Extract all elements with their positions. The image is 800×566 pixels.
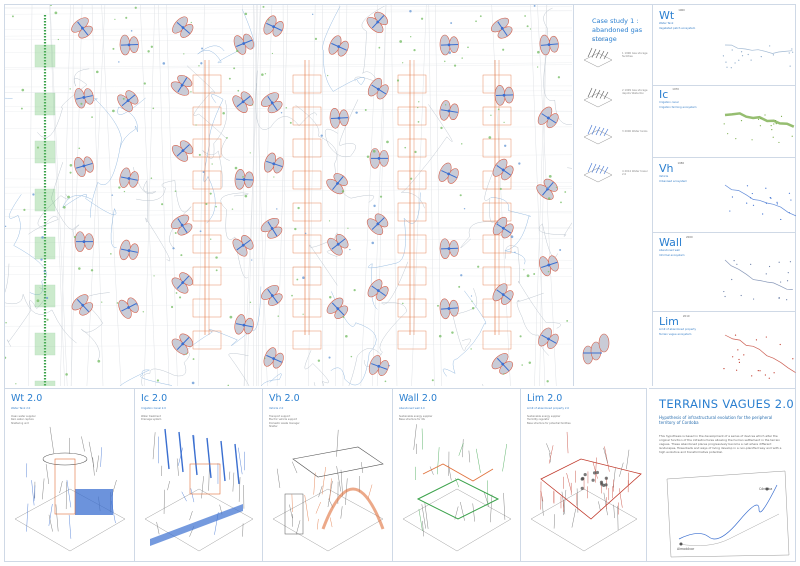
panel-drawing bbox=[272, 429, 385, 552]
panel-list: Water treatment Drainage system bbox=[141, 415, 161, 422]
case-caption: 2 1999 Gas storage depots Wallerton bbox=[622, 89, 648, 96]
case-study-title: Case study 1 : abandoned gas storage bbox=[592, 17, 643, 43]
network-maps bbox=[722, 44, 796, 379]
panel-item: Base structure for potential facilities bbox=[527, 421, 571, 425]
project-title: TERRAINS VAGUES 2.0 bbox=[659, 397, 794, 411]
project-hypothesis: Hypothesis of infrastructural evolution … bbox=[659, 415, 773, 426]
case-caption: 3 2006 Water tanks bbox=[622, 130, 648, 133]
divider bbox=[653, 232, 796, 233]
network-sub: Vehicle bbox=[659, 175, 669, 178]
case-study-isometrics bbox=[582, 47, 613, 365]
network-code: Ic bbox=[659, 88, 669, 101]
network-code: Wt bbox=[659, 9, 675, 22]
case-study-column: Case study 1 : abandoned gas storage 0 1… bbox=[573, 5, 651, 386]
divider bbox=[653, 157, 796, 158]
network-sub: Urbanised ecosystem bbox=[659, 179, 687, 183]
case-study-scale: 0 1:100 bbox=[592, 38, 606, 42]
panel-lim: Lim 2.0 Limit of abandoned property 2.0 … bbox=[521, 389, 647, 562]
network-code: Wall bbox=[659, 236, 683, 249]
map-label-almodovar: Almodóvar bbox=[677, 547, 695, 551]
network-sub: Irrigation canal bbox=[659, 101, 679, 104]
network-code: Lim bbox=[659, 315, 679, 328]
panel-title: Wt 2.0 bbox=[11, 393, 43, 404]
network-sub: Limit of abandoned property bbox=[659, 328, 697, 331]
panel-wall: Wall 2.0 Abandoned wall 2.0 Sustainable … bbox=[393, 389, 521, 562]
panel-item: Rain water capture bbox=[11, 418, 34, 422]
panel-list: Transport support Electric vehicle suppo… bbox=[269, 415, 300, 428]
divider bbox=[653, 85, 796, 86]
network-year: 1960 bbox=[678, 9, 685, 12]
network-year: 1970 bbox=[672, 88, 679, 91]
panel-item: Electric vehicle support bbox=[269, 418, 298, 422]
map-label-cordoba: Córdoba bbox=[759, 487, 773, 491]
network-sub: Water Tank bbox=[659, 22, 674, 25]
panel-title: Vh 2.0 bbox=[269, 393, 300, 404]
panel-item: Water treatment bbox=[141, 415, 161, 418]
panel-list: Sustainable energy supplier Base structu… bbox=[399, 415, 432, 422]
panel-item: Drainage system bbox=[141, 418, 162, 422]
panel-drawing bbox=[530, 431, 642, 552]
panel-ic: Ic 2.0 Irrigation Canal 2.0 Water treatm… bbox=[135, 389, 263, 562]
plan-svg bbox=[5, 5, 572, 386]
network-sub: Terrain vague ecosystem bbox=[659, 332, 692, 336]
panel-list: Sustainable energy supplier Humidity reg… bbox=[527, 415, 571, 425]
network-sub: Vegetated patch ecosystem bbox=[659, 26, 696, 30]
panel-item: Transport support bbox=[269, 415, 291, 418]
panel-wt: Wt 2.0 Water Tank 2.0 Clean water suppli… bbox=[5, 389, 135, 562]
panel-item: Humidity regulator bbox=[527, 418, 550, 422]
panel-item: Clean water supplier bbox=[11, 415, 36, 418]
panel-subtitle: Abandoned wall 2.0 bbox=[399, 407, 425, 410]
panel-item: Sheltering unit bbox=[11, 421, 29, 425]
panel-item: Base structure for life bbox=[399, 418, 425, 422]
panel-subtitle: Irrigation Canal 2.0 bbox=[141, 407, 166, 410]
panel-item: Sustainable energy supplier bbox=[527, 415, 561, 418]
panel-drawing bbox=[402, 424, 512, 552]
device-panels: Wt 2.0 Water Tank 2.0 Clean water suppli… bbox=[5, 388, 647, 562]
case-caption: 4 2014 Water tower 2.0 bbox=[622, 170, 648, 177]
case-caption: 1 1996 Gas storage facilities bbox=[622, 52, 648, 59]
panel-drawing bbox=[144, 428, 254, 552]
panel-item: Shelter bbox=[269, 425, 278, 429]
network-sub: Abandoned wall bbox=[659, 249, 680, 252]
poster-frame bbox=[4, 4, 796, 562]
network-sub: Irrigation farming ecosystem bbox=[659, 105, 697, 109]
network-sub: Informal ecosystem bbox=[659, 253, 685, 257]
panel-item: Sustainable energy supplier bbox=[399, 415, 433, 418]
panel-list: Clean water supplier Rain water capture … bbox=[11, 415, 36, 425]
territory-map bbox=[666, 470, 790, 558]
panel-title: Ic 2.0 bbox=[141, 393, 168, 404]
network-year: 1980 bbox=[677, 162, 685, 165]
panel-title: Wall 2.0 bbox=[399, 393, 438, 404]
panel-subtitle: Vehicle 2.0 bbox=[269, 407, 284, 410]
panel-drawing bbox=[14, 426, 126, 552]
network-code: Vh bbox=[659, 162, 674, 175]
divider bbox=[653, 311, 796, 312]
panel-vh: Vh 2.0 Vehicle 2.0 Transport support Ele… bbox=[263, 389, 393, 562]
network-year: 2000 bbox=[686, 236, 693, 239]
panel-subtitle: Limit of abandoned property 2.0 bbox=[527, 407, 570, 410]
panel-title: Lim 2.0 bbox=[527, 393, 563, 404]
network-year: 2010 bbox=[682, 315, 690, 318]
project-description: This hypothesis is based in the developm… bbox=[659, 434, 782, 455]
panel-subtitle: Water Tank 2.0 bbox=[11, 407, 31, 410]
project-info: TERRAINS VAGUES 2.0 Hypothesis of infras… bbox=[649, 388, 795, 561]
master-plan-drawing bbox=[5, 5, 572, 386]
panel-item: Domestic waste manager bbox=[269, 421, 300, 425]
